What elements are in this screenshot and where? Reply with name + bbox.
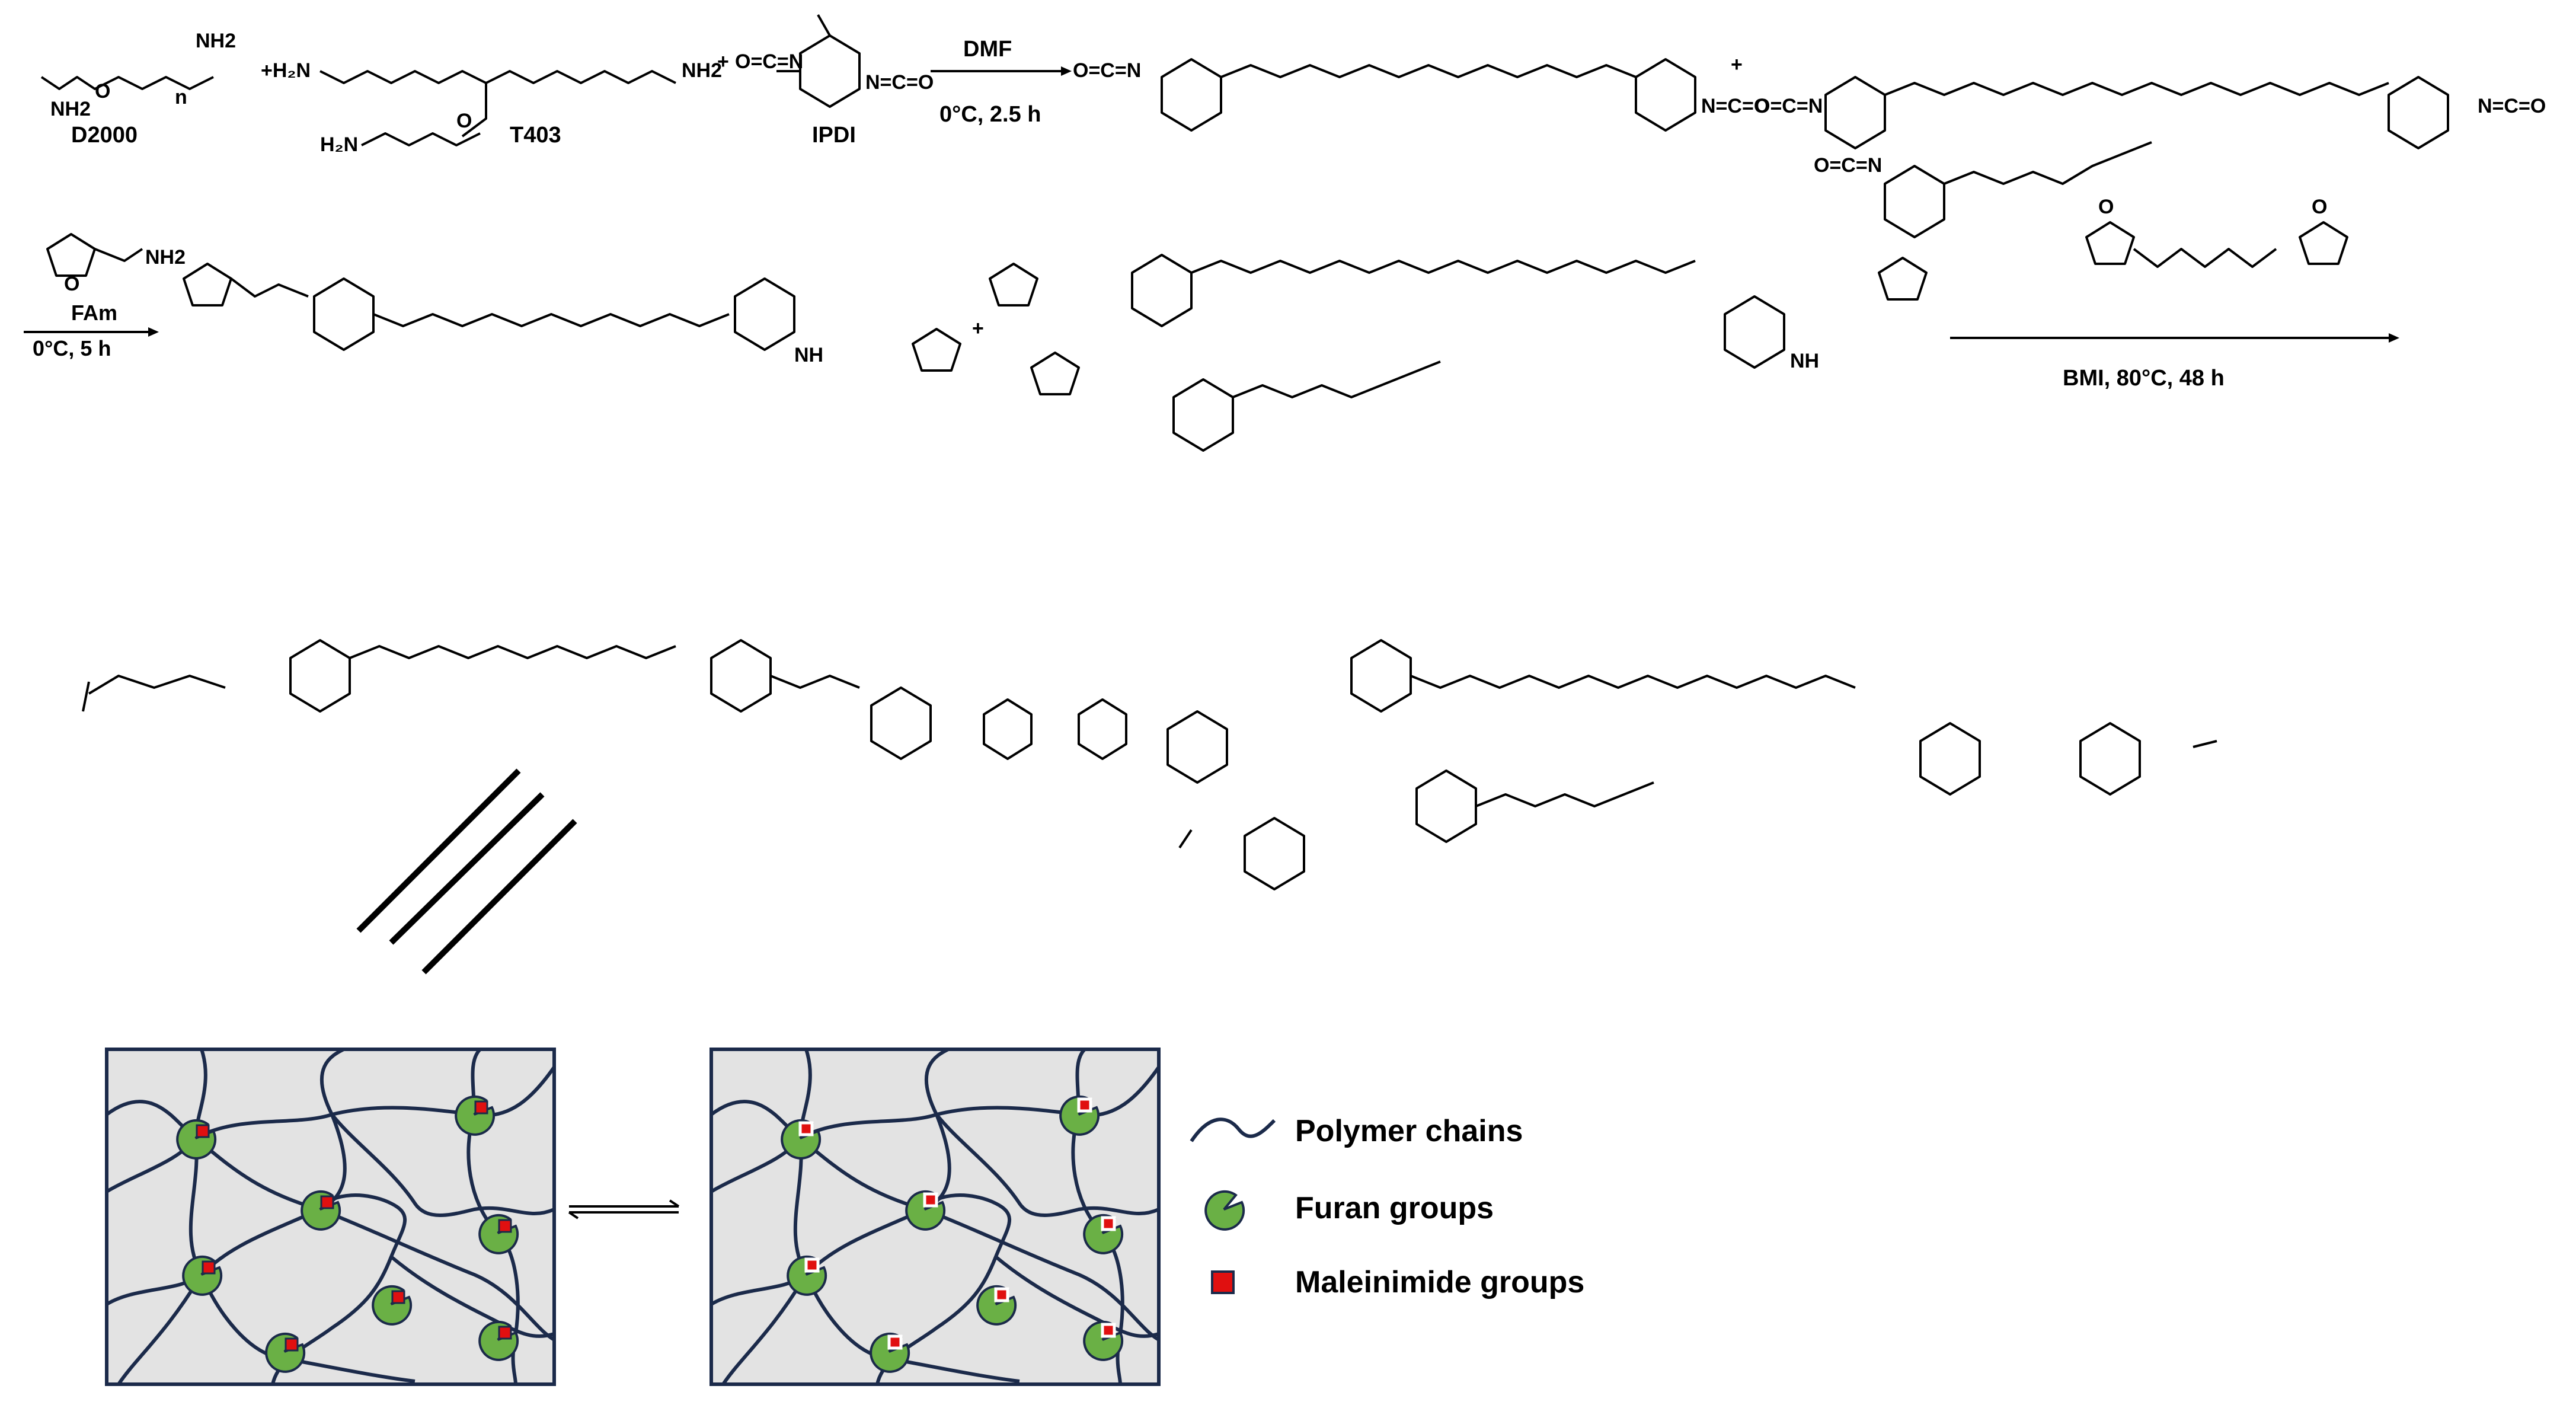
svg-text:+: + (972, 317, 984, 340)
crosslinked-network-structure (82, 639, 2217, 890)
svg-text:NH: NH (794, 344, 823, 366)
furan-capped-prepolymer-branched: NH (989, 254, 1928, 452)
furan-capped-prepolymer-linear: NH (183, 263, 961, 372)
pacman-icon (1204, 1190, 1245, 1231)
legend-item-maleimide-groups: Maleinimide groups (1211, 1265, 1584, 1299)
svg-text:O=C=N: O=C=N (1073, 59, 1141, 82)
legend-label: Maleinimide groups (1295, 1265, 1584, 1299)
nco-terminated-prepolymer-branched: O=C=N N=C=O O=C=N (1754, 76, 2546, 238)
t403-label: T403 (510, 123, 561, 148)
svg-text:O=C=N: O=C=N (735, 50, 803, 73)
legend: Polymer chains Furan groups Maleinimide … (1190, 1114, 1584, 1299)
network-panel-right (709, 1048, 1161, 1386)
svg-text:NH2: NH2 (50, 98, 91, 120)
red-square-icon (1211, 1270, 1235, 1294)
svg-text:0°C, 5 h: 0°C, 5 h (33, 336, 111, 360)
svg-text:O=C=N: O=C=N (1814, 154, 1882, 177)
legend-label: Furan groups (1295, 1191, 1494, 1225)
furfurylamine-reagent: O NH2 (46, 233, 186, 295)
svg-text:H₂N: H₂N (320, 133, 358, 156)
svg-text:0°C, 2.5 h: 0°C, 2.5 h (939, 102, 1041, 127)
svg-text:O: O (456, 110, 472, 132)
svg-text:DMF: DMF (963, 37, 1012, 62)
d2000-label: D2000 (71, 123, 138, 148)
equivalence-symbol (356, 768, 577, 975)
bmi-structure: O O (2085, 196, 2348, 268)
equilibrium-arrows (568, 1199, 680, 1219)
svg-text:N=C=O: N=C=O (1701, 95, 1769, 117)
svg-text:NH2: NH2 (145, 246, 186, 269)
wavy-line-icon (1190, 1117, 1276, 1142)
svg-text:O: O (64, 273, 79, 295)
svg-text:FAm: FAm (71, 301, 117, 325)
svg-text:O: O (2312, 196, 2327, 218)
d2000-structure: O NH2 NH2 n D2000 (40, 30, 236, 148)
svg-text:+: + (1731, 53, 1743, 76)
network-panel-left (105, 1048, 556, 1386)
legend-item-furan-groups: Furan groups (1204, 1190, 1494, 1231)
t403-structure: +H₂N NH2 O H₂N T403 (261, 59, 722, 156)
svg-text:NH: NH (1790, 350, 1819, 372)
svg-text:N=C=O: N=C=O (865, 71, 934, 94)
svg-text:+: + (717, 50, 729, 73)
legend-item-polymer-chains: Polymer chains (1190, 1114, 1523, 1148)
svg-text:O=C=N: O=C=N (1754, 95, 1823, 117)
svg-text:n: n (175, 86, 187, 108)
arrow-step1: DMF 0°C, 2.5 h (931, 37, 1072, 127)
legend-label: Polymer chains (1295, 1114, 1523, 1148)
ipdi-structure: + O=C=N N=C=O IPDI (717, 14, 934, 148)
svg-text:NH2: NH2 (682, 59, 722, 82)
svg-text:O: O (2098, 196, 2114, 218)
svg-text:BMI, 80°C, 48 h: BMI, 80°C, 48 h (2063, 366, 2225, 391)
arrow-step2: FAm 0°C, 5 h (24, 301, 159, 360)
svg-text:NH2: NH2 (196, 30, 236, 52)
nco-terminated-prepolymer-linear: O=C=N N=C=O (1073, 58, 1769, 132)
svg-text:+H₂N: +H₂N (261, 59, 311, 82)
furan-maleimide-pairs-right (781, 1095, 1124, 1373)
arrow-step3: O O BMI, 80°C, 48 h (1950, 196, 2399, 391)
ipdi-label: IPDI (812, 123, 856, 148)
svg-text:O: O (95, 80, 110, 103)
furan-maleimide-pairs-left (176, 1095, 519, 1373)
svg-text:N=C=O: N=C=O (2478, 95, 2546, 117)
